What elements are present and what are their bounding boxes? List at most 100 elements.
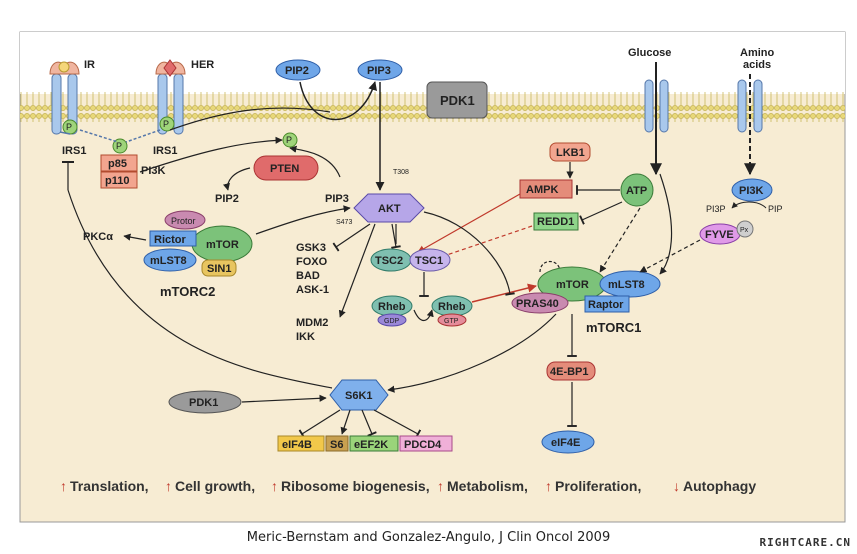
p110-box bbox=[100, 171, 138, 189]
akt-label: AKT bbox=[378, 203, 401, 215]
irs1-right-label: IRS1 bbox=[153, 145, 177, 157]
mtorc2-mtor-label: mTOR bbox=[206, 239, 239, 251]
pten-pip2-label: PIP2 bbox=[215, 193, 239, 205]
phospho-ir-mid-label: P bbox=[116, 141, 122, 151]
amino-label-1: Amino bbox=[740, 47, 775, 59]
tsc1-node bbox=[409, 248, 451, 272]
akt-node bbox=[353, 193, 425, 223]
gtp-label: GTP bbox=[444, 318, 459, 325]
eef2k-label: eEF2K bbox=[354, 439, 388, 451]
tsc2-label: TSC2 bbox=[375, 255, 403, 267]
outcome-translation: Translation, bbox=[70, 478, 149, 494]
mdm2-label: MDM2 bbox=[296, 317, 328, 329]
p85-box bbox=[100, 154, 138, 172]
irs1-left-label: IRS1 bbox=[62, 145, 86, 157]
arrow-down-autophagy: ↓ bbox=[673, 478, 680, 494]
phospho-ir-left-label: P bbox=[66, 122, 72, 132]
pten-pip3-label: PIP3 bbox=[325, 193, 349, 205]
pip3-membrane-label: PIP3 bbox=[367, 65, 391, 77]
watermark: RIGHTCARE.CN bbox=[759, 536, 851, 549]
rheb-gdp-label: Rheb bbox=[378, 301, 406, 313]
mtorc2-mlst8-label: mLST8 bbox=[150, 255, 187, 267]
pras40-node bbox=[511, 292, 569, 314]
pdk1-cyto-node bbox=[168, 390, 242, 414]
eif4b-box bbox=[277, 435, 325, 452]
tsc1-label: TSC1 bbox=[415, 255, 443, 267]
t308-label: T308 bbox=[393, 169, 409, 176]
rheb-gtp-label: Rheb bbox=[438, 301, 466, 313]
arrow-up-ribosome: ↑ bbox=[271, 478, 278, 494]
arrow-up-metabolism: ↑ bbox=[437, 478, 444, 494]
mtorc1-mtor-label: mTOR bbox=[556, 279, 589, 291]
phospho-ir-mid bbox=[112, 138, 128, 154]
phospho-her-label: P bbox=[163, 119, 169, 129]
pip3-membrane bbox=[357, 59, 403, 81]
gtp-node bbox=[437, 313, 467, 327]
amino-label-2: acids bbox=[743, 59, 771, 71]
outcomes-line: ↑ Translation, ↑ Cell growth, ↑ Ribosome… bbox=[60, 478, 756, 494]
outcome-metabolism: Metabolism, bbox=[447, 478, 528, 494]
eif4b-label: eIF4B bbox=[282, 439, 312, 451]
arrow-up-proliferation: ↑ bbox=[545, 478, 552, 494]
protor-node bbox=[164, 210, 206, 230]
ask1-label: ASK-1 bbox=[296, 284, 329, 296]
pten-box bbox=[253, 155, 319, 181]
p110-label: p110 bbox=[105, 175, 129, 187]
p85-label: p85 bbox=[108, 158, 127, 170]
atp-node bbox=[620, 173, 654, 207]
atp-label: ATP bbox=[626, 185, 647, 197]
amino-transporter-left bbox=[737, 79, 747, 133]
arrow-up-growth: ↑ bbox=[165, 478, 172, 494]
s6-label: S6 bbox=[330, 439, 343, 451]
rictor-box bbox=[149, 230, 197, 247]
mtorc2-name: mTORC2 bbox=[160, 284, 215, 299]
pip2-membrane-label: PIP2 bbox=[285, 65, 309, 77]
ir-label: IR bbox=[84, 59, 95, 71]
s6-box bbox=[325, 435, 349, 452]
outcome-autophagy: Autophagy bbox=[683, 478, 756, 494]
s6k1-label: S6K1 bbox=[345, 390, 373, 402]
pdcd4-label: PDCD4 bbox=[404, 439, 442, 451]
gsk3-label: GSK3 bbox=[296, 242, 326, 254]
raptor-box bbox=[584, 295, 630, 313]
outcome-ribosome: Ribosome biogenesis, bbox=[281, 478, 430, 494]
eif4e-node bbox=[541, 430, 595, 454]
pdcd4-box bbox=[399, 435, 453, 452]
eif4e-label: eIF4E bbox=[551, 437, 580, 449]
mtorc1-mlst8-node bbox=[599, 270, 661, 298]
ampk-label: AMPK bbox=[526, 184, 558, 196]
glucose-transporter-left bbox=[644, 79, 654, 133]
rictor-label: Rictor bbox=[154, 234, 187, 246]
4ebp1-box bbox=[546, 361, 596, 381]
pdk1-membrane-label: PDK1 bbox=[440, 93, 475, 108]
bad-label: BAD bbox=[296, 270, 320, 282]
amino-transporter-right bbox=[753, 79, 763, 133]
pi3k-label: PI3K bbox=[141, 165, 166, 177]
eef2k-box bbox=[349, 435, 399, 452]
mtorc2-mlst8-node bbox=[143, 248, 197, 272]
redd1-box bbox=[533, 212, 579, 231]
lkb1-box bbox=[549, 142, 591, 162]
aa-pi3k-node bbox=[731, 178, 773, 202]
arrow-up-translation: ↑ bbox=[60, 478, 67, 494]
sin1-box bbox=[201, 259, 237, 277]
her-receptor bbox=[155, 59, 186, 135]
protor-label: Protor bbox=[171, 216, 196, 226]
mtorc1-name: mTORC1 bbox=[586, 320, 641, 335]
outcome-growth: Cell growth, bbox=[175, 478, 255, 494]
pi3p-label: PI3P bbox=[706, 204, 726, 214]
outcome-proliferation: Proliferation, bbox=[555, 478, 641, 494]
phospho-her bbox=[159, 116, 175, 132]
citation: Meric-Bernstam and Gonzalez-Angulo, J Cl… bbox=[246, 530, 611, 545]
glucose-label: Glucose bbox=[628, 47, 671, 59]
glucose-transporter-right bbox=[659, 79, 669, 133]
her-label: HER bbox=[191, 59, 214, 71]
s6k1-node bbox=[329, 379, 389, 411]
pdk1-membrane-box bbox=[426, 81, 488, 119]
raptor-label: Raptor bbox=[588, 299, 624, 311]
pkca-label: PKCα bbox=[83, 231, 113, 243]
mtorc1-mlst8-label: mLST8 bbox=[608, 279, 645, 291]
sin1-label: SIN1 bbox=[207, 263, 231, 275]
gdp-node bbox=[377, 313, 407, 327]
px-label: Px bbox=[740, 227, 749, 234]
